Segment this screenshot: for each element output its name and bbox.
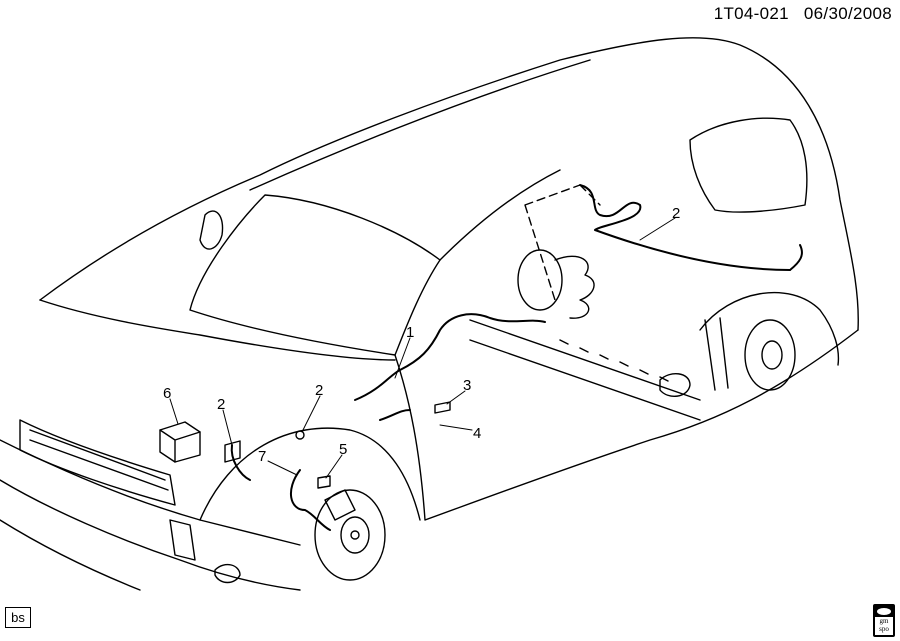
rear-axle bbox=[469, 249, 796, 421]
mirror bbox=[199, 210, 224, 250]
clip-2 bbox=[295, 430, 305, 440]
footer-tag: bs bbox=[5, 607, 31, 628]
callout-4: 4 bbox=[473, 425, 481, 442]
leader-lines bbox=[169, 217, 676, 479]
callout-6: 6 bbox=[163, 385, 171, 402]
front-wheel-arch bbox=[199, 427, 421, 521]
front-brake-rotor bbox=[314, 489, 386, 581]
callout-2-rear: 2 bbox=[672, 205, 680, 222]
front-bumper bbox=[0, 439, 301, 591]
windshield bbox=[189, 194, 441, 356]
hood-outline bbox=[39, 299, 396, 361]
vehicle-roof-rail bbox=[249, 59, 591, 191]
side-body bbox=[394, 169, 859, 521]
abs-wiring-harness bbox=[230, 184, 803, 531]
callout-5: 5 bbox=[339, 441, 347, 458]
callout-1: 1 bbox=[406, 324, 414, 341]
callout-7: 7 bbox=[258, 448, 266, 465]
fog-lamp bbox=[214, 563, 241, 584]
diagram-date: 06/30/2008 bbox=[803, 4, 892, 23]
bracket-3 bbox=[434, 401, 451, 414]
vehicle-roof-outline bbox=[39, 37, 859, 331]
callout-2-module: 2 bbox=[217, 396, 225, 413]
detail-boundary bbox=[524, 184, 601, 301]
rear-wheel-arch bbox=[699, 291, 840, 366]
grille bbox=[19, 419, 176, 506]
abs-sensor-connector bbox=[224, 440, 241, 463]
clip-5 bbox=[317, 475, 331, 489]
diagram-header: 1T04-021 06/30/2008 bbox=[704, 4, 892, 24]
side-window bbox=[689, 117, 808, 213]
diagram-id: 1T04-021 bbox=[713, 4, 789, 23]
callout-3: 3 bbox=[463, 377, 471, 394]
abs-module bbox=[159, 421, 201, 463]
callout-2-front: 2 bbox=[315, 382, 323, 399]
headlight bbox=[169, 519, 196, 561]
